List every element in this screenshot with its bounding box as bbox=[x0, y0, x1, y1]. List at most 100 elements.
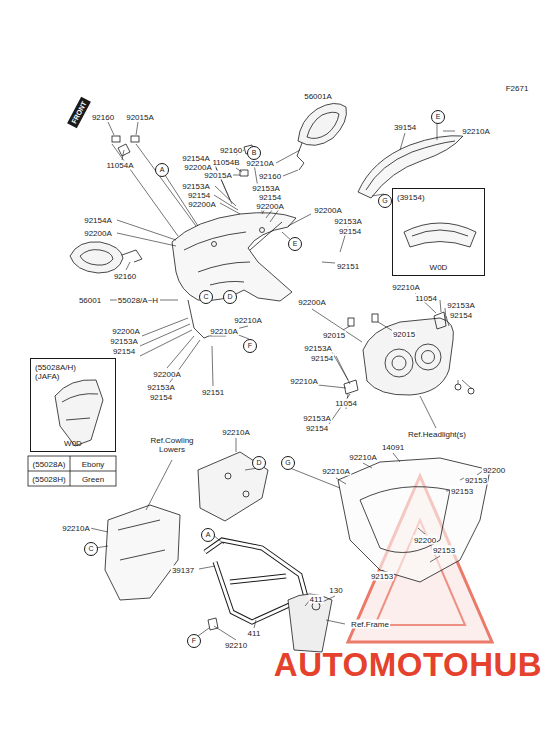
callout-number: 92153 bbox=[370, 572, 394, 581]
callout-number: 11054A bbox=[106, 161, 135, 170]
part-number: 55028/A~H bbox=[117, 296, 159, 305]
inset-heading: (55028A/H) (JAFA) bbox=[35, 363, 95, 381]
callout-number: 92153 bbox=[450, 487, 474, 496]
reference-letter-text: E bbox=[432, 113, 444, 121]
clip bbox=[372, 314, 378, 322]
colour-code: W0D bbox=[31, 439, 115, 448]
table-cell: Green bbox=[81, 475, 105, 484]
mirror-glass bbox=[307, 112, 339, 138]
nut bbox=[455, 384, 461, 390]
callout-number: 92200A bbox=[152, 370, 182, 379]
callout-number: 92153A bbox=[146, 383, 176, 392]
callout-number: 92153A bbox=[303, 344, 333, 353]
reference-letter: A bbox=[201, 528, 215, 542]
reference-letter: E bbox=[288, 237, 302, 251]
callout-number: 92153 bbox=[464, 476, 488, 485]
reference-note: Ref.Cowling Lowers bbox=[146, 436, 198, 454]
callout-number: 11054 bbox=[334, 399, 358, 408]
callout-number: 92153A bbox=[181, 182, 211, 191]
callout-number: 92210A bbox=[209, 327, 239, 336]
reference-letter: C bbox=[84, 542, 98, 556]
callout-number: 92015A bbox=[203, 171, 233, 180]
callout-number: 92210A bbox=[233, 316, 263, 325]
reference-letter-text: C bbox=[85, 545, 97, 553]
reference-letter: D bbox=[252, 456, 266, 470]
callout-number: 92200A bbox=[83, 229, 113, 238]
drawing-number: F2671 bbox=[505, 84, 530, 93]
lamp bbox=[422, 351, 435, 364]
mount-hole bbox=[260, 228, 265, 233]
callout-number: 92210A bbox=[221, 428, 251, 437]
callout-number: 92015 bbox=[392, 330, 416, 339]
callout-number: 92015 bbox=[322, 331, 346, 340]
part-number: 56001 bbox=[78, 296, 102, 305]
reference-note: Ref.Headlight(s) bbox=[407, 430, 467, 439]
reference-letter-text: A bbox=[202, 531, 214, 539]
part-number: 56001A bbox=[303, 92, 333, 101]
reference-letter-text: A bbox=[156, 166, 168, 174]
clip bbox=[208, 618, 218, 630]
reference-letter: F bbox=[243, 339, 257, 353]
callout-number: 92200A bbox=[111, 327, 141, 336]
callout-number: 92210A bbox=[461, 127, 491, 136]
callout-number: 92154 bbox=[305, 424, 329, 433]
callout-number: 92154 bbox=[449, 311, 473, 320]
callout-number: 92151 bbox=[201, 388, 225, 397]
callout-number: 411 bbox=[247, 629, 262, 638]
cowl-detail bbox=[184, 222, 282, 338]
cowl-variant bbox=[55, 380, 103, 446]
reference-letter-text: FRONT bbox=[68, 97, 89, 127]
reference-letter: E bbox=[431, 110, 445, 124]
reference-letter: G bbox=[281, 456, 295, 470]
reference-letter-text: F bbox=[188, 637, 200, 645]
callout-number: 92200A bbox=[183, 163, 213, 172]
windscreen-edge bbox=[366, 141, 455, 190]
callout-number: 92210A bbox=[348, 453, 378, 462]
callout-number: 92210A bbox=[245, 159, 275, 168]
callout-number: 92160 bbox=[113, 272, 137, 281]
callout-number: 92154 bbox=[310, 354, 334, 363]
front-arrow: FRONT bbox=[67, 97, 91, 129]
mount-hole bbox=[212, 242, 217, 247]
reference-letter-text: D bbox=[253, 459, 265, 467]
callout-number: 92154A bbox=[83, 216, 113, 225]
callout-number: 92151 bbox=[336, 262, 360, 271]
clip bbox=[112, 136, 120, 142]
reference-letter-text: C bbox=[200, 293, 212, 301]
windscreen-front-view bbox=[404, 223, 476, 247]
mirror bbox=[298, 103, 346, 145]
callout-number: 92153A bbox=[251, 184, 281, 193]
callout-number: 411 bbox=[309, 595, 324, 604]
reference-letter-text: F bbox=[244, 342, 256, 350]
callout-number: 92153A bbox=[333, 217, 363, 226]
reference-letter-text: E bbox=[289, 240, 301, 248]
colour-table bbox=[28, 456, 116, 486]
callout-number: 92154 bbox=[338, 227, 362, 236]
variant-inset: (39154)W0D bbox=[392, 188, 485, 276]
mirror-stay bbox=[297, 143, 304, 170]
reference-letter: B bbox=[247, 146, 261, 160]
reference-letter-text: D bbox=[224, 293, 236, 301]
callout-number: 92154 bbox=[258, 193, 282, 202]
table-cell: (55028H) bbox=[31, 475, 66, 484]
cover-detail bbox=[360, 487, 450, 553]
leader-lines bbox=[90, 122, 484, 640]
part-number: 39137 bbox=[171, 566, 195, 575]
callout-number: 92154 bbox=[112, 347, 136, 356]
part-number: 14091 bbox=[381, 443, 405, 452]
inner-cover bbox=[338, 458, 490, 582]
callout-number: 92210A bbox=[321, 467, 351, 476]
lamp bbox=[392, 356, 406, 370]
clip bbox=[348, 318, 354, 326]
callout-number: 92154A bbox=[181, 154, 211, 163]
callout-number: 92200A bbox=[297, 298, 327, 307]
callout-number: 92200A bbox=[187, 200, 217, 209]
table-cell: (55028A) bbox=[32, 460, 67, 469]
reference-letter-text: G bbox=[379, 197, 391, 205]
callout-number: 92210 bbox=[224, 641, 248, 650]
callout-number: 92210A bbox=[391, 283, 421, 292]
callout-number: 92160 bbox=[91, 113, 115, 122]
callout-number: 92015A bbox=[125, 113, 155, 122]
panel-detail bbox=[118, 520, 165, 560]
headlight bbox=[363, 318, 453, 395]
